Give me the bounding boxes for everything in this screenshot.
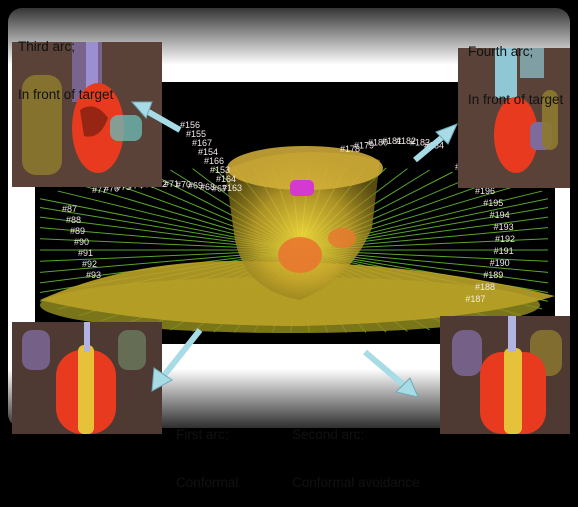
label-third-arc-line1: Third arc; — [18, 39, 113, 55]
beam-label-right: #195 — [483, 198, 503, 208]
inset-second-arc — [440, 316, 570, 434]
label-first-arc: First arc; Conformal — [176, 395, 238, 507]
label-fourth-arc-line2: In front of target — [468, 92, 563, 108]
beam-label-left-arc: #67 — [212, 183, 227, 193]
beam-label-right: #192 — [495, 234, 515, 244]
beam-label-right: #193 — [494, 222, 514, 232]
beam-label-left: #87 — [62, 204, 77, 214]
beam-label-right: #190 — [490, 258, 510, 268]
label-second-arc-line2: Conformal avoidance — [292, 475, 420, 491]
inset-first-arc — [12, 322, 162, 434]
magenta-organ — [290, 180, 314, 196]
beam-label-left: #88 — [66, 215, 81, 225]
beam-label-right: #187 — [465, 294, 485, 304]
beam-label-right: #188 — [475, 282, 495, 292]
beam-label-left: #89 — [70, 226, 85, 236]
beam-label-left: #93 — [86, 270, 101, 280]
label-third-arc-line2: In front of target — [18, 87, 113, 103]
beam-label-right: #194 — [490, 210, 510, 220]
beam-label-left: #90 — [74, 237, 89, 247]
beam-label-right: #189 — [483, 270, 503, 280]
label-second-arc-line1: Second arc; — [292, 427, 420, 443]
label-second-arc: Second arc; Conformal avoidance — [292, 395, 420, 507]
beam-label-left: #92 — [82, 259, 97, 269]
label-first-arc-line1: First arc; — [176, 427, 238, 443]
beam-label-left: #91 — [78, 248, 93, 258]
label-fourth-arc: Fourth arc; In front of target — [468, 12, 563, 124]
beam-label-right: #191 — [494, 246, 514, 256]
label-first-arc-line2: Conformal — [176, 475, 238, 491]
target-volume — [278, 237, 322, 273]
label-third-arc: Third arc; In front of target — [18, 7, 113, 119]
label-fourth-arc-line1: Fourth arc; — [468, 44, 563, 60]
